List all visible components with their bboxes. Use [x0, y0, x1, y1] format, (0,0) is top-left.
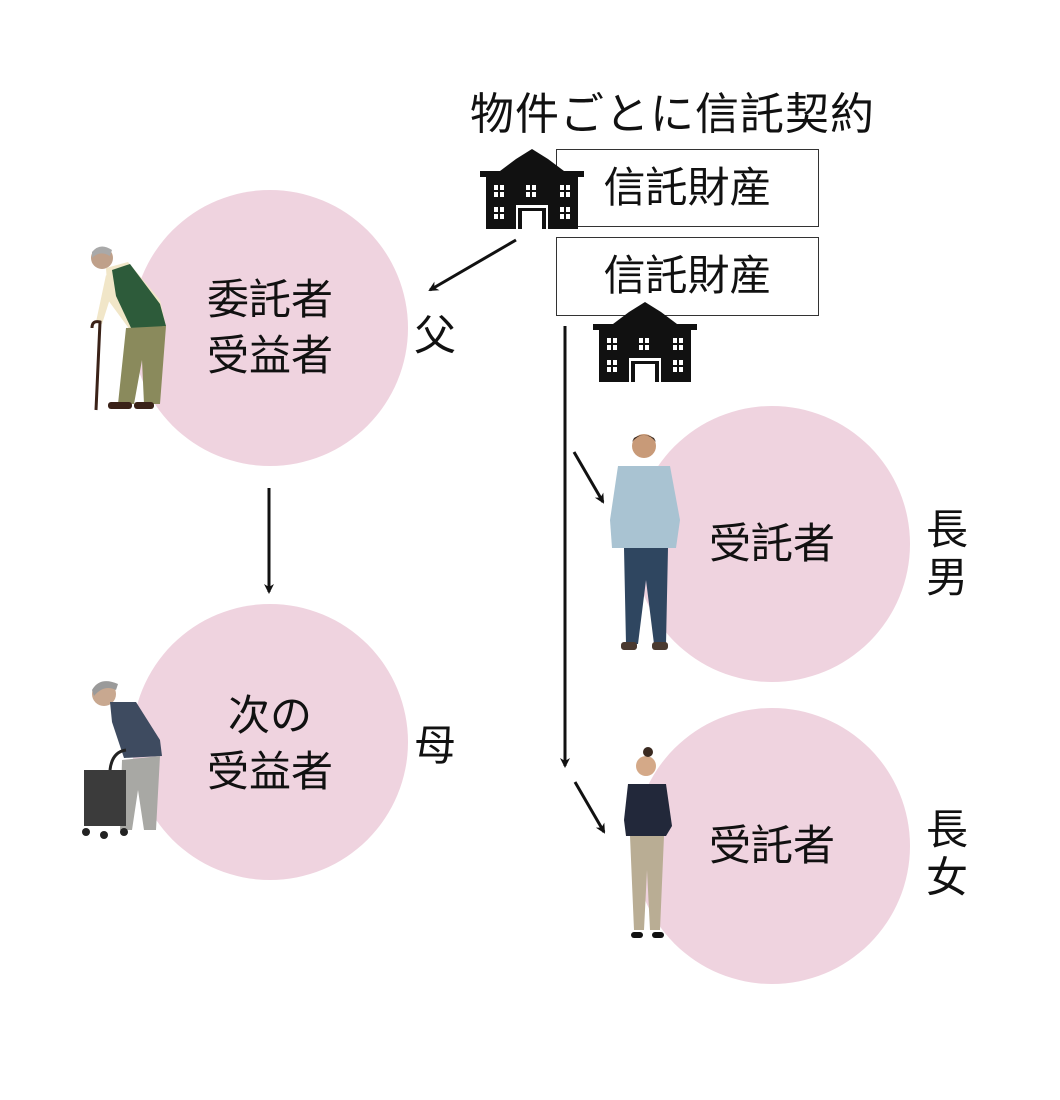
next-beneficiary-line-2: 受益者	[206, 747, 333, 796]
elderly-man-figure	[90, 246, 166, 411]
young-man-figure	[610, 434, 680, 650]
diagram-title: 物件ごとに信託契約	[470, 89, 875, 140]
relation-eldest-son-char-2: 男	[926, 553, 969, 602]
trust-property-box-2: 信託財産	[556, 237, 819, 316]
relation-eldest-daughter-char-1: 長	[926, 805, 969, 854]
next-beneficiary-line-1: 次の	[227, 691, 312, 740]
building-icon-2	[593, 302, 697, 382]
relation-eldest-daughter: 長 女	[926, 806, 968, 902]
trust-property-box-1: 信託財産	[556, 149, 819, 227]
relation-eldest-son: 長 男	[926, 506, 968, 602]
settlor-line-1: 委託者	[206, 275, 333, 324]
relation-father: 父	[414, 311, 457, 360]
relation-eldest-daughter-char-2: 女	[926, 853, 969, 902]
settlor-circle	[132, 190, 408, 466]
arrow-to-trustee-daughter	[573, 781, 606, 834]
settlor-line-2: 受益者	[206, 331, 333, 380]
trustee-son-label: 受託者	[672, 516, 872, 572]
trustee-daughter-label: 受託者	[672, 818, 872, 874]
relation-mother: 母	[414, 721, 457, 770]
trustee-daughter-circle	[634, 708, 910, 984]
arrow-to-trustee-son	[572, 451, 605, 504]
trustee-son-circle	[634, 406, 910, 682]
trustee-daughter-line: 受託者	[708, 821, 835, 870]
building-icon-1	[480, 149, 584, 229]
next-beneficiary-circle	[132, 604, 408, 880]
next-beneficiary-label: 次の 受益者	[170, 688, 370, 800]
young-woman-figure	[624, 747, 672, 938]
settlor-label: 委託者 受益者	[170, 272, 370, 384]
elderly-woman-figure	[82, 681, 162, 839]
arrow-property-to-settlor	[428, 238, 517, 292]
trustee-son-line: 受託者	[708, 519, 835, 568]
relation-eldest-son-char-1: 長	[926, 505, 969, 554]
